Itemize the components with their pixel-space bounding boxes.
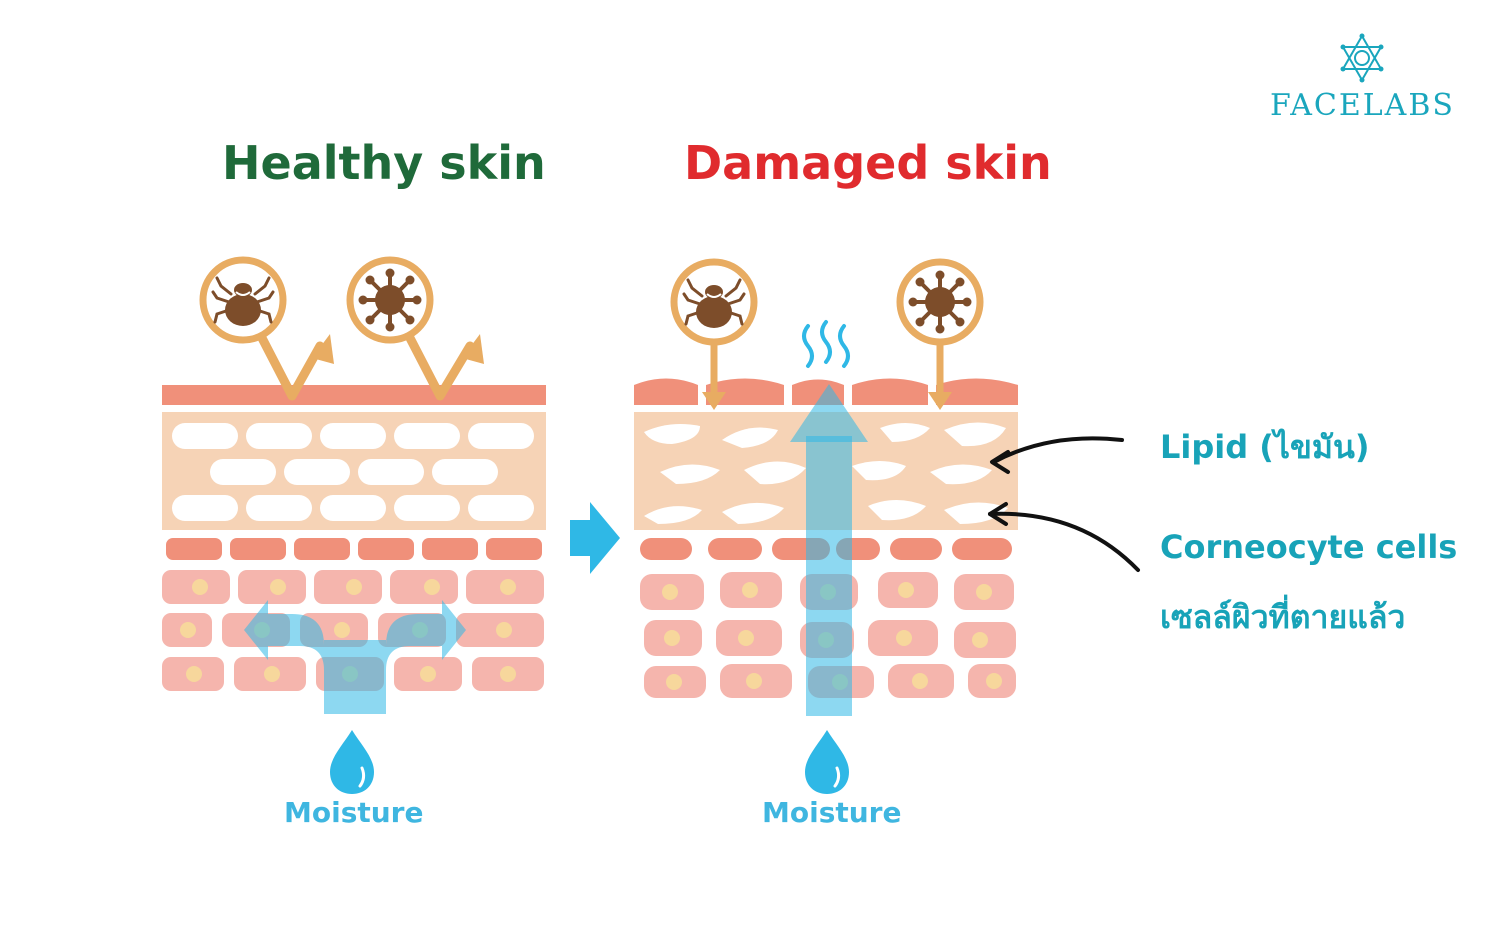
virus-icon: [350, 260, 430, 340]
lipid-callout-label: Lipid (ไขมัน): [1160, 428, 1370, 466]
callout-arrows: [988, 436, 1140, 572]
damaged-moisture-arrow: [790, 384, 868, 716]
healthy-upper-cells: [166, 538, 542, 560]
corneocyte-thai-label: เซลล์ผิวที่ตายแล้ว: [1160, 598, 1406, 636]
healthy-skin-title: Healthy skin: [222, 136, 546, 190]
corneocyte-pointer: [988, 511, 1140, 572]
healthy-lipid-cells: [172, 423, 534, 521]
water-drop-icon: [803, 728, 851, 796]
evaporation-waves-icon: [802, 320, 850, 368]
logo-star-icon: [1340, 33, 1384, 83]
transition-arrow-icon: [570, 502, 620, 574]
virus-icon: [900, 262, 980, 342]
mite-icon: [674, 262, 754, 342]
damaged-moisture-label: Moisture: [762, 796, 902, 829]
damaged-upper-cells: [640, 538, 1012, 560]
healthy-germ-badges: [203, 260, 484, 401]
healthy-moisture-arrow: [244, 600, 466, 714]
damaged-skin-title: Damaged skin: [684, 136, 1052, 190]
damaged-lipid-cells: [644, 422, 1008, 524]
water-drop-icon: [328, 728, 376, 796]
damaged-germ-badges: [674, 262, 980, 410]
damaged-skin-diagram: [634, 262, 1018, 796]
lipid-pointer: [992, 436, 1124, 464]
brand-logo-text: FACELABS: [1270, 88, 1455, 123]
mite-icon: [203, 260, 283, 340]
healthy-skin-diagram: [162, 260, 546, 796]
corneocyte-callout-label: Corneocyte cells: [1160, 528, 1458, 566]
healthy-moisture-label: Moisture: [284, 796, 424, 829]
healthy-surface-layer: [162, 385, 546, 405]
